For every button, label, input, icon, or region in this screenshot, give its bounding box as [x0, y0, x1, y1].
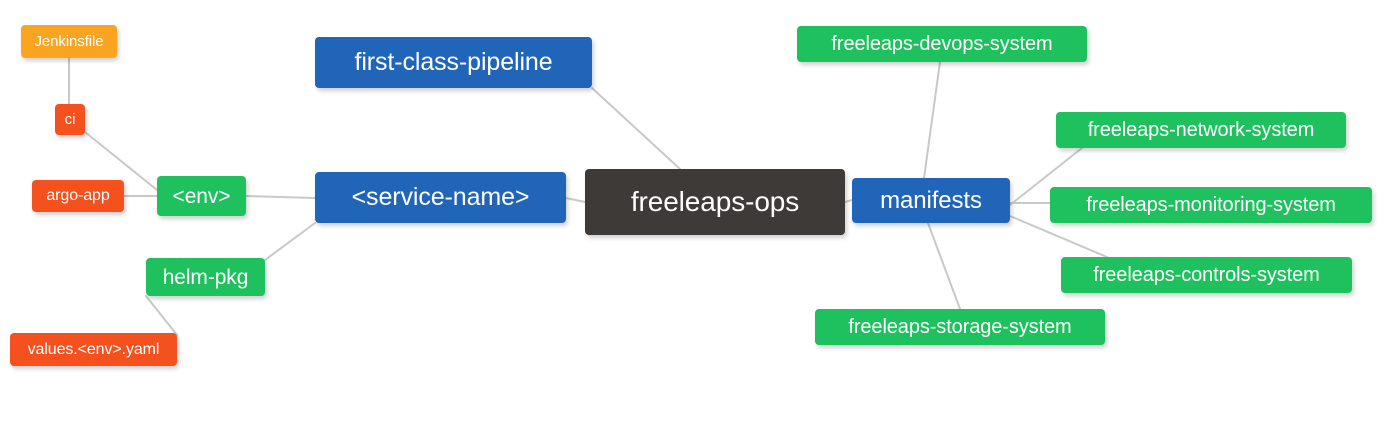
node-jenkinsfile[interactable]: Jenkinsfile: [21, 25, 117, 58]
node-label: manifests: [880, 186, 982, 214]
edge-service-name-to-helm-pkg: [264, 222, 316, 261]
node-label: values.<env>.yaml: [27, 340, 160, 358]
node-label: Jenkinsfile: [34, 33, 104, 50]
node-label: first-class-pipeline: [354, 48, 553, 76]
node-label: argo-app: [46, 187, 110, 204]
node-freeleaps-monitoring-system[interactable]: freeleaps-monitoring-system: [1050, 187, 1372, 223]
node-label: freeleaps-controls-system: [1093, 264, 1320, 286]
edge-freeleaps-ops-to-service-name: [565, 197, 586, 203]
edge-manifests-to-freeleaps-devops-system: [923, 61, 941, 179]
node-helm-pkg[interactable]: helm-pkg: [146, 258, 265, 296]
node-label: <service-name>: [351, 183, 530, 211]
node-freeleaps-controls-system[interactable]: freeleaps-controls-system: [1061, 257, 1352, 293]
node-freeleaps-storage-system[interactable]: freeleaps-storage-system: [815, 309, 1105, 345]
edge-manifests-to-freeleaps-controls-system: [1009, 215, 1108, 258]
edge-freeleaps-ops-to-manifests: [844, 199, 853, 203]
node-first-class-pipeline[interactable]: first-class-pipeline: [315, 37, 592, 88]
node-ci[interactable]: ci: [55, 104, 85, 135]
node-freeleaps-devops-system[interactable]: freeleaps-devops-system: [797, 26, 1087, 62]
node-argo-app[interactable]: argo-app: [32, 180, 124, 212]
edge-manifests-to-freeleaps-network-system: [1009, 147, 1083, 206]
node-freeleaps-network-system[interactable]: freeleaps-network-system: [1056, 112, 1346, 148]
node-label: freeleaps-storage-system: [848, 316, 1072, 338]
node-freeleaps-ops[interactable]: freeleaps-ops: [585, 169, 845, 235]
node-label: freeleaps-monitoring-system: [1086, 194, 1336, 216]
node-label: freeleaps-ops: [630, 186, 800, 217]
edge-service-name-to-env: [245, 195, 316, 199]
node-label: freeleaps-network-system: [1087, 119, 1315, 141]
node-label: helm-pkg: [162, 265, 249, 289]
edge-helm-pkg-to-values-yaml: [145, 295, 178, 336]
edge-env-to-ci: [84, 131, 158, 191]
edge-manifests-to-freeleaps-storage-system: [927, 222, 961, 310]
edge-freeleaps-ops-to-first-class-pipeline: [591, 87, 681, 170]
node-service-name[interactable]: <service-name>: [315, 172, 566, 223]
node-label: ci: [64, 111, 76, 128]
node-label: freeleaps-devops-system: [831, 33, 1053, 55]
node-label: <env>: [172, 184, 231, 208]
node-manifests[interactable]: manifests: [852, 178, 1010, 223]
node-values-yaml[interactable]: values.<env>.yaml: [10, 333, 177, 366]
node-env[interactable]: <env>: [157, 176, 246, 216]
